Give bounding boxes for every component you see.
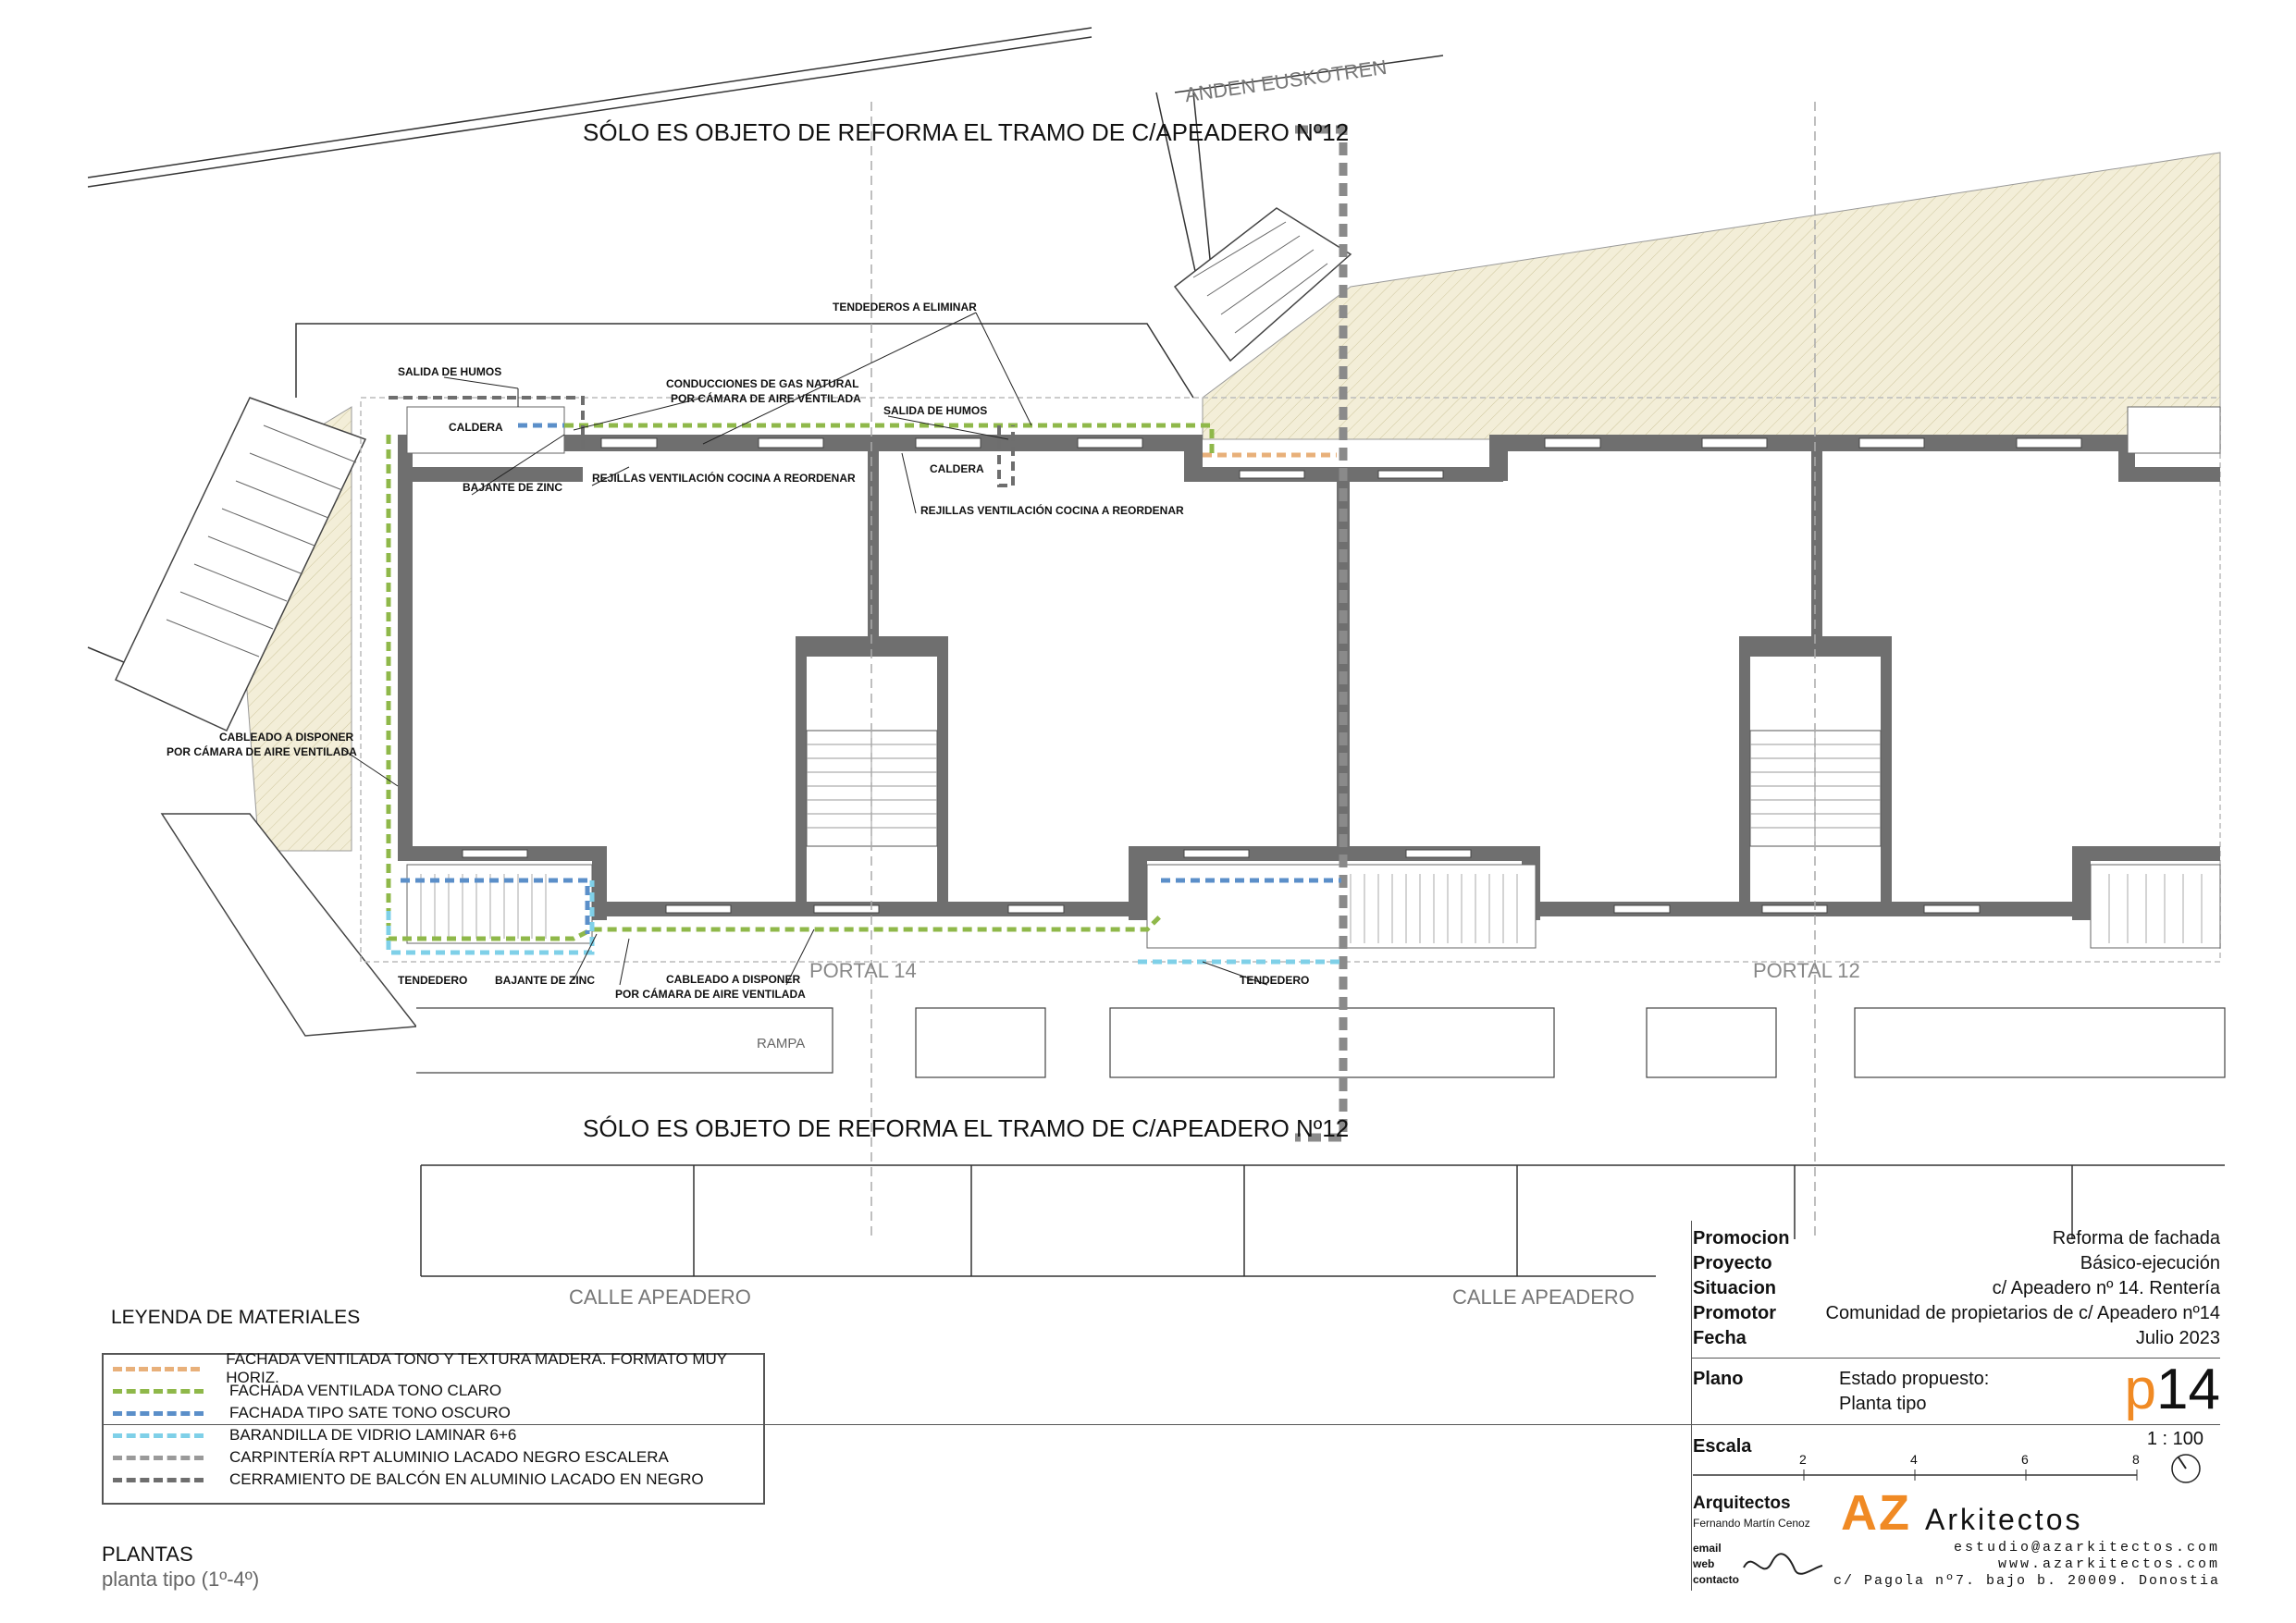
title-block-frame-left <box>1691 1221 1692 1591</box>
legend-item-glass: BARANDILLA DE VIDRIO LAMINAR 6+6 <box>113 1425 516 1445</box>
walls <box>398 435 2220 920</box>
signature-icon <box>1743 1553 1823 1575</box>
entrance-area <box>416 1007 2226 1078</box>
legend-swatch <box>113 1410 204 1416</box>
legend-label: BARANDILLA DE VIDRIO LAMINAR 6+6 <box>229 1426 517 1444</box>
legend-item-cerramiento: CERRAMIENTO DE BALCÓN EN ALUMINIO LACADO… <box>113 1469 704 1490</box>
label-conducciones-2: POR CÁMARA DE AIRE VENTILADA <box>671 392 861 405</box>
reform-note-top: SÓLO ES OBJETO DE REFORMA EL TRAMO DE C/… <box>583 118 1350 146</box>
proyecto-key: Proyecto <box>1693 1253 1772 1273</box>
legend-swatch <box>113 1366 201 1371</box>
web-key: web <box>1693 1557 1715 1570</box>
fecha-value: Julio 2023 <box>2135 1328 2220 1348</box>
scale-tick-8: 8 <box>2132 1452 2140 1467</box>
label-conducciones-1: CONDUCCIONES DE GAS NATURAL <box>666 377 859 390</box>
material-lines <box>386 396 1341 965</box>
email-value: estudio@azarkitectos.com <box>1953 1540 2220 1555</box>
label-tendedero-1: TENDEDERO <box>398 974 468 987</box>
label-rampa: RAMPA <box>757 1036 806 1051</box>
scale-tick-2: 2 <box>1799 1452 1807 1467</box>
windows <box>462 437 2082 914</box>
promotor-key: Promotor <box>1693 1303 1776 1323</box>
legend-swatch <box>113 1432 204 1438</box>
plantas-subtitle: planta tipo (1º-4º) <box>102 1568 260 1591</box>
label-caldera-2: CALDERA <box>930 462 984 475</box>
situacion-key: Situacion <box>1693 1278 1777 1298</box>
legend-item-sate: FACHADA TIPO SATE TONO OSCURO <box>113 1403 511 1423</box>
street-blocks <box>420 1164 2225 1277</box>
legend-label: FACHADA TIPO SATE TONO OSCURO <box>229 1404 511 1421</box>
stair-treads <box>166 221 1328 658</box>
promocion-key: Promocion <box>1693 1228 1790 1248</box>
contacto-value: c/ Pagola nº7. bajo b. 20009. Donostia <box>1833 1573 2220 1589</box>
label-tendedero-2: TENDEDERO <box>1240 974 1310 987</box>
legend-label: FACHADA VENTILADA TONO CLARO <box>229 1382 502 1399</box>
email-key: email <box>1693 1542 1722 1555</box>
proyecto-value: Básico-ejecución <box>2080 1253 2220 1273</box>
plantas-title: PLANTAS <box>102 1543 193 1566</box>
plano-value-1: Estado propuesto: <box>1839 1369 1990 1389</box>
legend-swatch <box>113 1455 204 1460</box>
fecha-key: Fecha <box>1693 1328 1747 1348</box>
legend-item-light: FACHADA VENTILADA TONO CLARO <box>113 1381 501 1401</box>
label-calle-2: CALLE APEADERO <box>1452 1285 1635 1309</box>
promotor-value: Comunidad de propietarios de c/ Apeadero… <box>1825 1303 2220 1323</box>
legend-item-carpinteria: CARPINTERÍA RPT ALUMINIO LACADO NEGRO ES… <box>113 1447 669 1468</box>
north-arrow-icon <box>2171 1454 2201 1483</box>
legend-box: FACHADA VENTILADA TONO Y TEXTURA MADERA.… <box>102 1350 765 1505</box>
sheet-prefix: p <box>2124 1358 2157 1421</box>
label-tendederos-eliminar: TENDEDEROS A ELIMINAR <box>833 301 977 314</box>
legend-item-wood: FACHADA VENTILADA TONO Y TEXTURA MADERA.… <box>113 1350 763 1386</box>
legend-swatch <box>113 1477 204 1482</box>
scale-tick-4: 4 <box>1910 1452 1918 1467</box>
label-cableado-left-1: CABLEADO A DISPONER <box>219 731 354 744</box>
legend-title: LEYENDA DE MATERIALES <box>111 1307 361 1328</box>
balcony-ribs <box>420 874 2203 943</box>
legend-label: CARPINTERÍA RPT ALUMINIO LACADO NEGRO ES… <box>229 1448 669 1466</box>
label-bajante-1: BAJANTE DE ZINC <box>463 481 563 494</box>
label-calle-1: CALLE APEADERO <box>569 1285 751 1309</box>
label-rejillas-1: REJILLAS VENTILACIÓN COCINA A REORDENAR <box>592 472 856 485</box>
promocion-value: Reforma de fachada <box>2052 1228 2220 1248</box>
label-bajante-2: BAJANTE DE ZINC <box>495 974 596 987</box>
logo-arkitectos: Arkitectos <box>1925 1503 2083 1536</box>
axis-lines <box>870 102 1816 1239</box>
sheet-digits: 14 <box>2156 1358 2220 1421</box>
escala-value: 1 : 100 <box>2146 1429 2203 1449</box>
scale-bar <box>1693 1469 2138 1481</box>
contacto-key: contacto <box>1693 1573 1740 1586</box>
label-caldera-1: CALDERA <box>449 421 503 434</box>
legend-swatch <box>113 1388 204 1394</box>
reform-note-bottom: SÓLO ES OBJETO DE REFORMA EL TRAMO DE C/… <box>583 1114 1350 1142</box>
reform-boundary <box>1295 125 1348 1142</box>
logo-az: AZ <box>1841 1485 1911 1541</box>
web-value: www.azarkitectos.com <box>1997 1556 2220 1572</box>
sheet-number: p14 <box>2125 1358 2220 1422</box>
logo: AZ Arkitectos <box>1841 1487 2082 1545</box>
label-salida-humos-2: SALIDA DE HUMOS <box>883 404 988 417</box>
title-divider-2 <box>102 1424 2220 1425</box>
legend-label: CERRAMIENTO DE BALCÓN EN ALUMINIO LACADO… <box>229 1470 704 1488</box>
scale-tick-6: 6 <box>2021 1452 2029 1467</box>
label-salida-humos-1: SALIDA DE HUMOS <box>398 365 502 378</box>
balcony-areas <box>406 406 2221 949</box>
leader-lines <box>341 312 1268 986</box>
escala-key: Escala <box>1693 1436 1752 1457</box>
title-divider-1 <box>1691 1358 2220 1359</box>
label-cableado-left-2: POR CÁMARA DE AIRE VENTILADA <box>167 745 357 758</box>
label-portal-14: PORTAL 14 <box>809 959 917 982</box>
legend-label: FACHADA VENTILADA TONO Y TEXTURA MADERA.… <box>226 1350 727 1386</box>
arquitectos-key: Arquitectos <box>1693 1494 1791 1513</box>
label-portal-12: PORTAL 12 <box>1753 959 1860 982</box>
plano-key: Plano <box>1693 1369 1744 1389</box>
label-cableado-bottom-2: POR CÁMARA DE AIRE VENTILADA <box>615 988 806 1001</box>
label-rejillas-2: REJILLAS VENTILACIÓN COCINA A REORDENAR <box>920 504 1184 517</box>
exterior-stairs <box>114 207 1352 1037</box>
plano-value-2: Planta tipo <box>1839 1394 1927 1414</box>
arquitecto-name: Fernando Martín Cenoz <box>1693 1517 1810 1530</box>
situacion-value: c/ Apeadero nº 14. Rentería <box>1992 1278 2220 1298</box>
label-cableado-bottom-1: CABLEADO A DISPONER <box>666 973 801 986</box>
